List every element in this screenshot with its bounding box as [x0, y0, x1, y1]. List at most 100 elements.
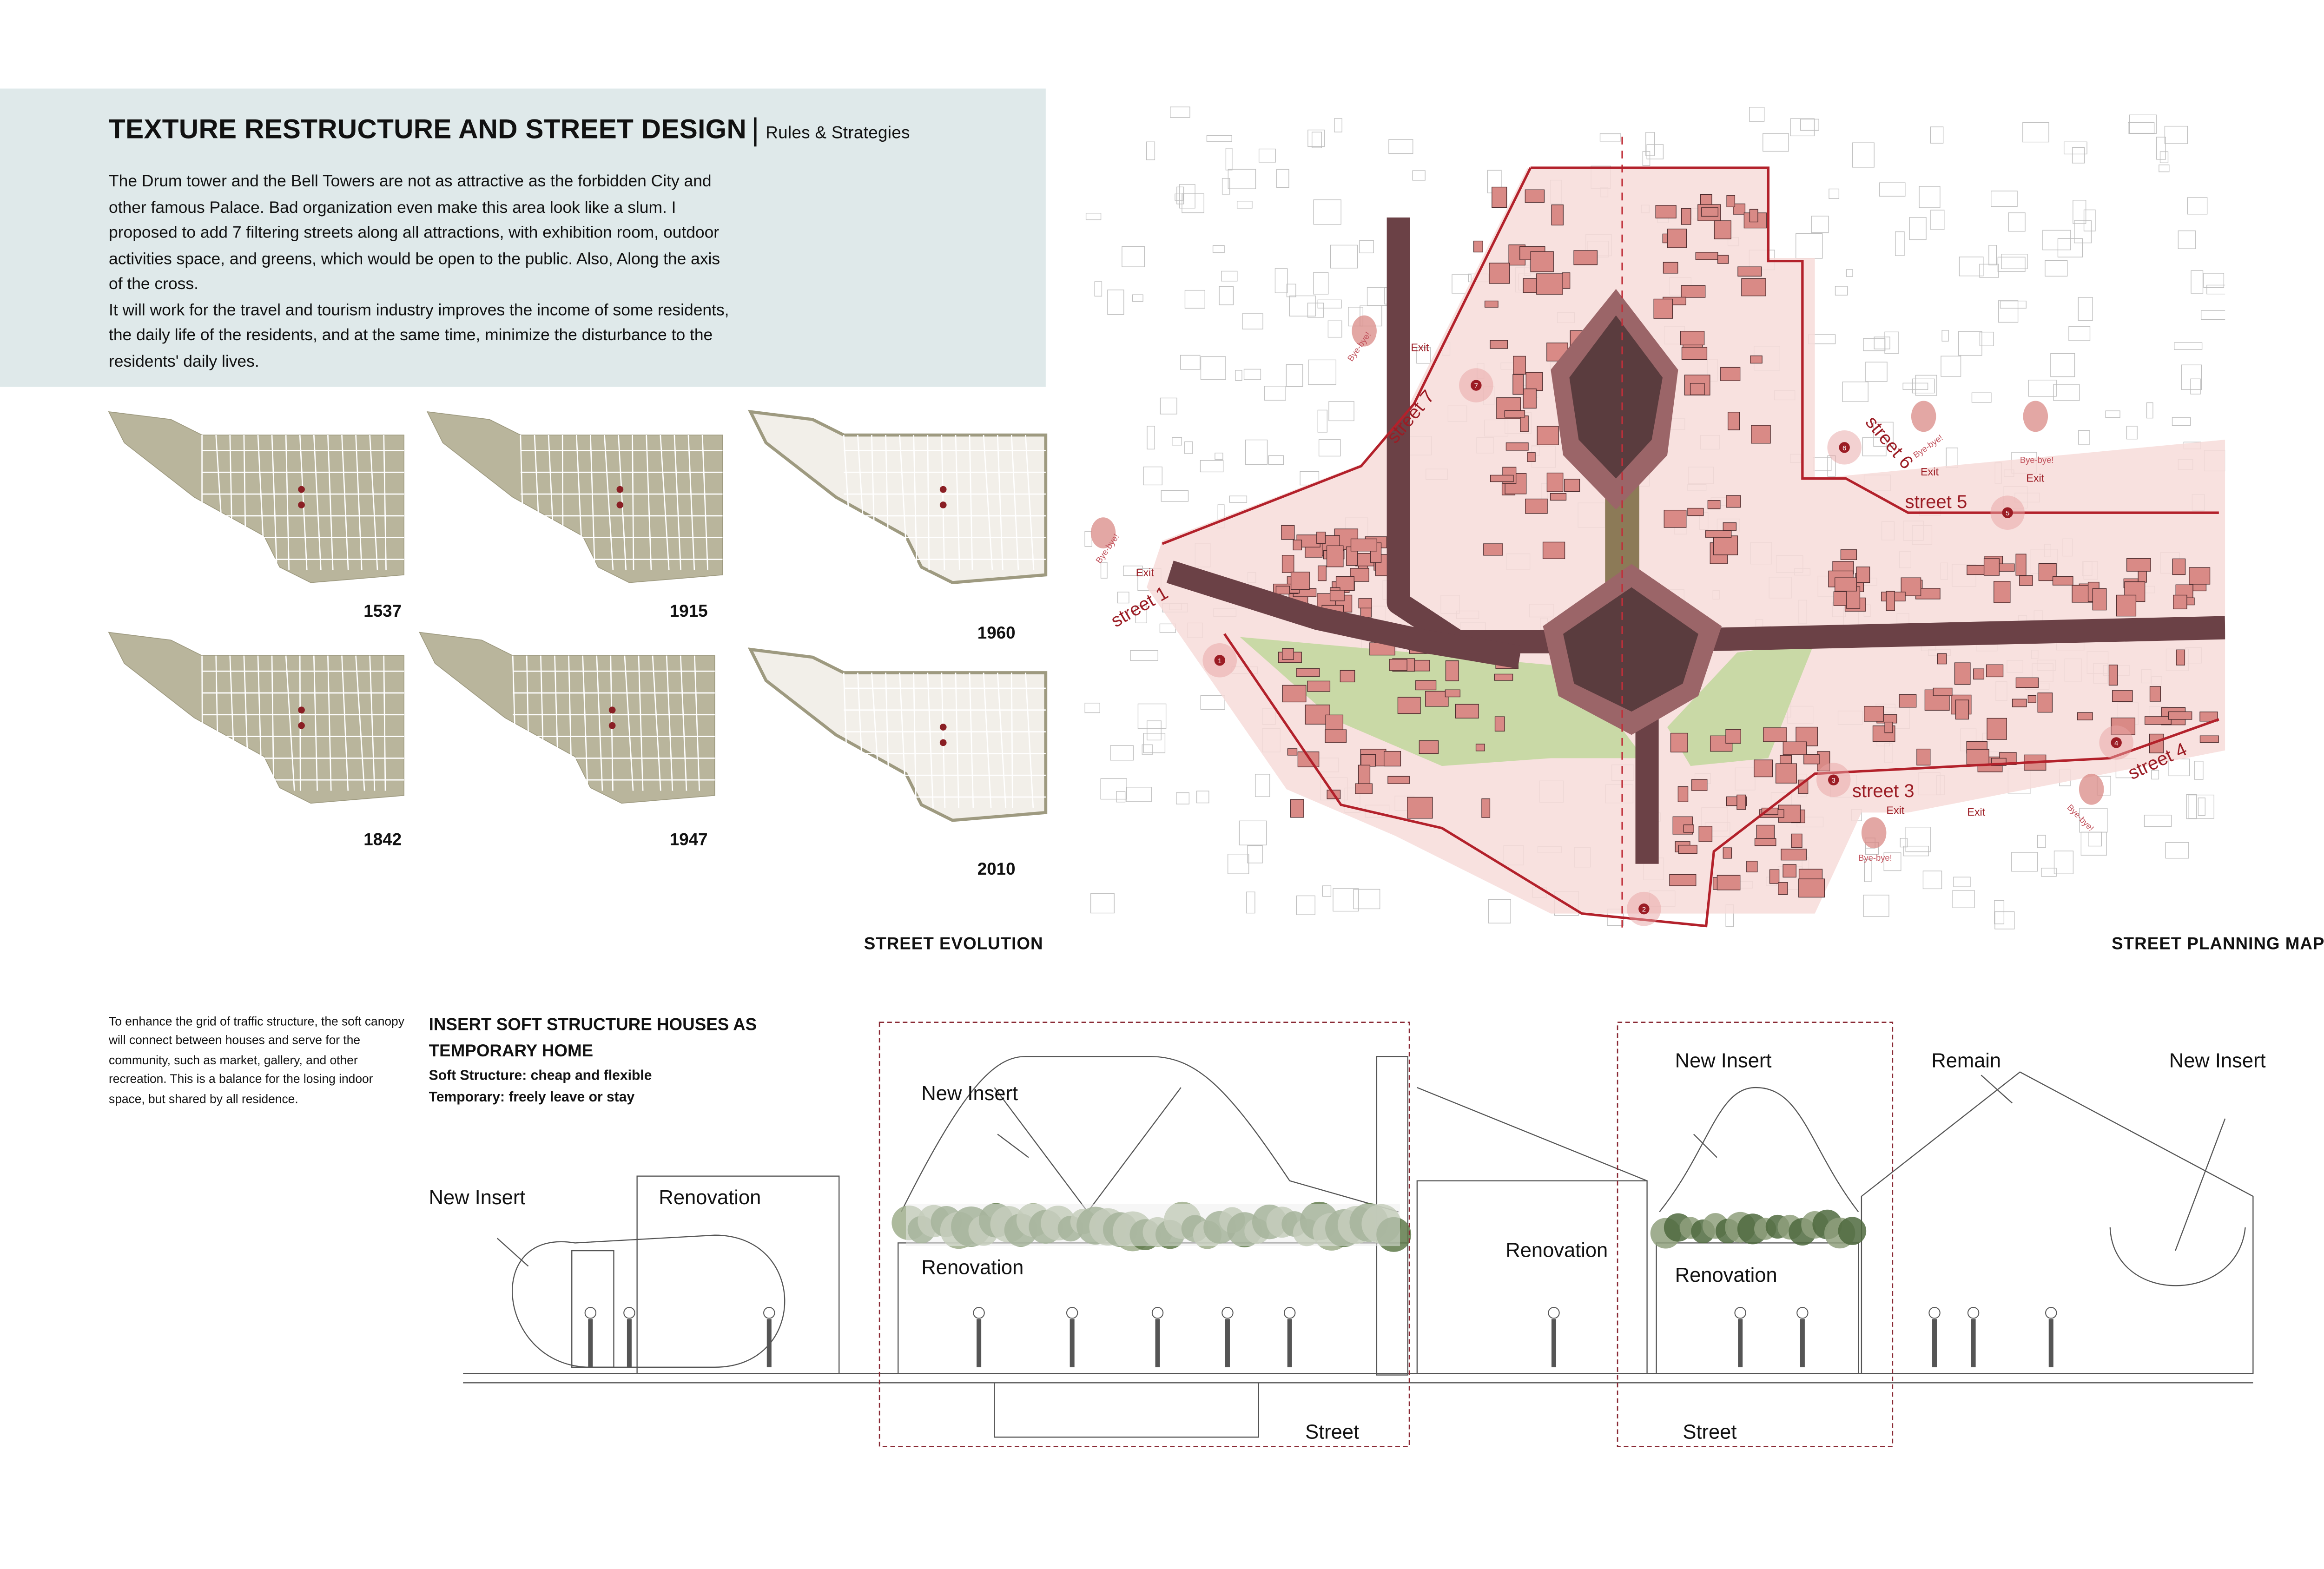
map-street — [575, 435, 584, 570]
map-street — [243, 655, 250, 791]
building-block — [1282, 685, 1307, 703]
context-building — [2008, 212, 2026, 232]
context-building — [2037, 835, 2046, 848]
label-renovation: Renovation — [1505, 1238, 1608, 1262]
building-block — [1886, 591, 1895, 611]
context-building — [1182, 193, 1204, 213]
context-building — [1811, 216, 1829, 233]
building-block — [1937, 653, 1947, 665]
context-building — [1953, 877, 1971, 887]
context-building — [2178, 230, 2196, 249]
context-building — [1328, 401, 1354, 422]
building-block — [1520, 415, 1529, 432]
context-building — [1958, 331, 1982, 356]
context-building — [2146, 402, 2153, 419]
map-street — [568, 655, 573, 791]
building-block — [1275, 586, 1290, 594]
building-block — [2172, 558, 2186, 575]
context-building — [2042, 230, 2071, 251]
building-block — [1653, 298, 1673, 319]
context-building — [1172, 437, 1182, 446]
context-building — [2057, 238, 2083, 257]
bell-tower-core — [1563, 587, 1698, 712]
context-building — [1206, 135, 1232, 142]
building-block — [2189, 567, 2211, 585]
building-block — [1681, 208, 1691, 225]
street-label: street 6 — [1862, 412, 1917, 473]
building-block — [2012, 699, 2027, 707]
building-block — [1733, 203, 1746, 215]
byebye-label: Bye-bye! — [2065, 802, 2096, 833]
map-street — [871, 672, 881, 808]
person-head — [1734, 1307, 1746, 1319]
building-block — [1717, 875, 1741, 890]
hand-icon — [2023, 401, 2048, 432]
context-building — [1835, 286, 1848, 296]
label-new-insert: New Insert — [1675, 1048, 1772, 1072]
building-block — [1713, 535, 1738, 555]
context-building — [1147, 720, 1162, 741]
landmark-dot — [939, 486, 947, 493]
map-street — [313, 655, 318, 791]
building-block — [1537, 426, 1559, 445]
context-building — [2129, 114, 2157, 134]
context-building — [1090, 893, 1115, 914]
industrial-building — [1416, 1087, 1648, 1374]
building-block — [1290, 799, 1304, 818]
building-block — [1490, 475, 1514, 482]
map-street — [632, 435, 634, 570]
building-block — [1445, 660, 1459, 681]
building-block — [1791, 833, 1802, 848]
label-street: Street — [1683, 1420, 1737, 1444]
map-street — [913, 672, 917, 808]
year-label: 1947 — [669, 831, 708, 850]
building-block — [2015, 554, 2027, 576]
context-building — [1317, 299, 1342, 309]
map-street — [369, 655, 376, 791]
road — [1166, 560, 1522, 669]
context-building — [2144, 815, 2172, 827]
map-street — [215, 655, 219, 791]
building-block — [1667, 228, 1687, 248]
context-building — [1842, 382, 1868, 402]
map-street — [857, 672, 865, 808]
street-planning-caption: STREET PLANNING MAP — [2112, 935, 2324, 954]
building-block — [1783, 741, 1807, 755]
map-street — [857, 435, 867, 570]
context-building — [1813, 457, 1832, 471]
building-block — [1687, 508, 1704, 516]
canopy-structure — [900, 1056, 1399, 1213]
label-new-insert: New Insert — [429, 1185, 526, 1209]
building-block — [1573, 250, 1598, 265]
context-building — [1286, 364, 1303, 387]
map-street — [997, 435, 1004, 570]
context-building — [1749, 107, 1765, 122]
leader-line — [2175, 1118, 2226, 1251]
map-street — [843, 672, 849, 808]
year-label: 1842 — [363, 831, 402, 850]
building-block — [1698, 826, 1713, 842]
person-head — [2045, 1307, 2057, 1319]
evolution-map — [747, 409, 1048, 585]
building-block — [1670, 732, 1688, 752]
building-block — [1525, 372, 1543, 391]
building-block — [1681, 285, 1706, 298]
hand-icon — [2079, 773, 2104, 805]
byebye-label: Bye-bye! — [1911, 433, 1944, 460]
canopy-structure — [994, 1087, 1182, 1213]
context-building — [2200, 310, 2225, 320]
landmark-dot — [608, 706, 616, 714]
context-building — [2126, 426, 2138, 440]
context-building — [1991, 191, 2018, 207]
person-head — [1151, 1307, 1164, 1319]
context-building — [1100, 778, 1127, 800]
context-building — [1107, 290, 1124, 315]
building-block — [1483, 543, 1503, 556]
building-block — [1551, 204, 1564, 226]
building-block — [1899, 694, 1917, 708]
building-block — [1783, 864, 1796, 878]
building-block — [1419, 740, 1439, 754]
building-block — [1840, 549, 1857, 560]
evolution-map — [108, 411, 405, 583]
